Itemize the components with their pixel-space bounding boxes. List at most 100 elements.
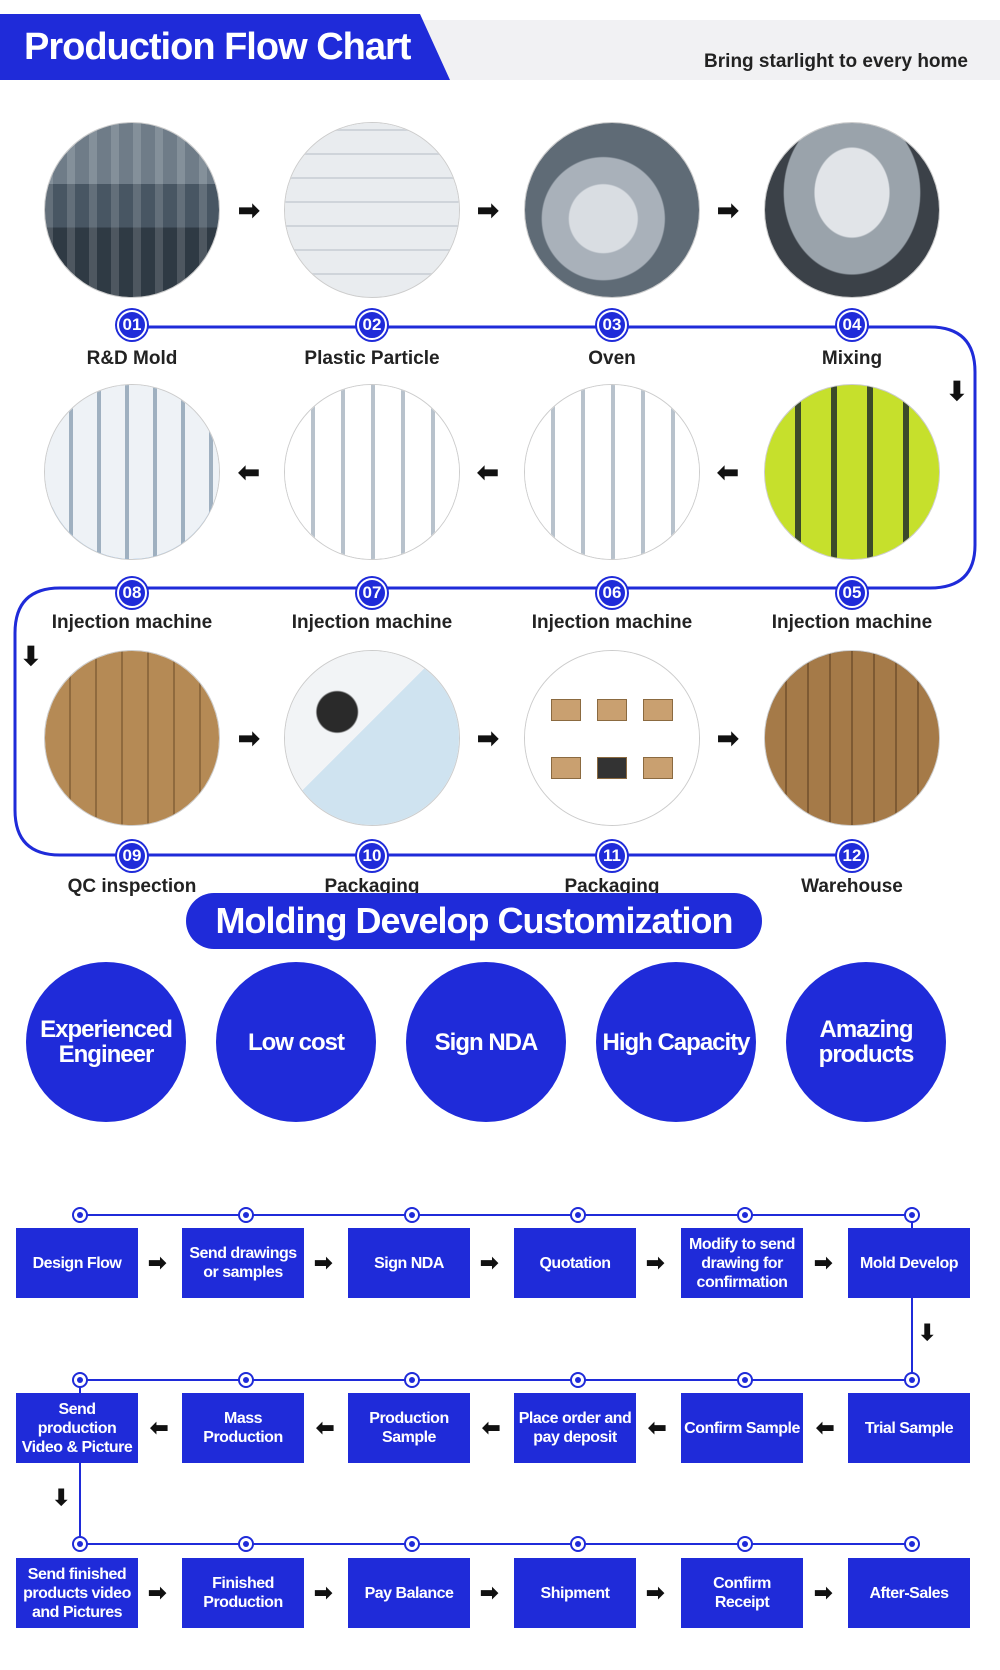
process-step-after-sales: After-Sales [848, 1558, 970, 1628]
process-node-dot [238, 1207, 254, 1223]
feature-high-capacity: High Capacity [596, 962, 756, 1122]
step-number: 02 [357, 310, 387, 340]
arrow-right-icon: ➡ [477, 723, 499, 753]
process-node-dot [72, 1372, 88, 1388]
process-step-modify-drawing: Modify to send drawing for confirmation [681, 1228, 803, 1298]
flow-step-07: 07 Injection machine [284, 384, 460, 633]
worker-packaging-photo [284, 650, 460, 826]
injection-hall-photo [44, 384, 220, 560]
process-step-shipment: Shipment [514, 1558, 636, 1628]
arrow-right-icon: ➡ [814, 1250, 833, 1275]
dryer-oven-photo [524, 122, 700, 298]
process-step-sign-nda: Sign NDA [348, 1228, 470, 1298]
flow-step-04: 04 Mixing [764, 122, 940, 369]
step-label: R&D Mold [86, 348, 178, 369]
process-node-dot [404, 1372, 420, 1388]
process-step-send-finished-video: Send finished products video and Picture… [16, 1558, 138, 1628]
arrow-right-icon: ➡ [480, 1580, 499, 1605]
step-number: 05 [837, 578, 867, 608]
arrow-left-icon: ⬅ [648, 1415, 667, 1440]
flow-step-08: 08 Injection machine [44, 384, 220, 633]
flow-step-05: 05 Injection machine [764, 384, 940, 633]
arrow-right-icon: ➡ [477, 195, 499, 225]
step-number: 11 [597, 841, 627, 871]
step-number: 10 [357, 841, 387, 871]
process-node-dot [404, 1207, 420, 1223]
feature-amazing-products: Amazing products [786, 962, 946, 1122]
process-step-mass-production: Mass Production [182, 1393, 304, 1463]
arrow-right-icon: ➡ [646, 1580, 665, 1605]
process-step-place-order: Place order and pay deposit [514, 1393, 636, 1463]
step-number: 04 [837, 310, 867, 340]
process-node-dot [737, 1536, 753, 1552]
arrow-right-icon: ➡ [814, 1580, 833, 1605]
process-step-production-sample: Production Sample [348, 1393, 470, 1463]
process-node-dot [570, 1372, 586, 1388]
step-label: Injection machine [291, 612, 453, 633]
process-node-dot [404, 1536, 420, 1552]
process-step-pay-balance: Pay Balance [348, 1558, 470, 1628]
feature-experienced-engineer: Experienced Engineer [26, 962, 186, 1122]
flow-step-09: 09 QC inspection [44, 650, 220, 897]
process-node-dot [238, 1372, 254, 1388]
process-step-design-flow: Design Flow [16, 1228, 138, 1298]
raw-material-bags-photo [284, 122, 460, 298]
process-node-dot [904, 1536, 920, 1552]
arrow-down-icon: ⬇ [52, 1485, 71, 1510]
step-label: Warehouse [801, 876, 903, 897]
warehouse-photo [764, 650, 940, 826]
arrow-right-icon: ➡ [314, 1580, 333, 1605]
flow-step-03: 03 Oven [524, 122, 700, 369]
flow-step-06: 06 Injection machine [524, 384, 700, 633]
process-step-send-production-video: Send production Video & Picture [16, 1393, 138, 1463]
step-label: Mixing [821, 348, 883, 369]
step-number: 12 [837, 841, 867, 871]
arrow-left-icon: ⬅ [238, 457, 260, 487]
flow-step-11: 11 Packaging [524, 650, 700, 897]
arrow-right-icon: ➡ [480, 1250, 499, 1275]
arrow-right-icon: ➡ [646, 1250, 665, 1275]
page-title: Production Flow Chart [0, 14, 450, 80]
arrow-right-icon: ➡ [238, 195, 260, 225]
header-slogan: Bring starlight to every home [704, 51, 968, 72]
step-label: QC inspection [67, 876, 197, 897]
arrow-down-icon: ⬇ [20, 641, 42, 671]
process-step-confirm-sample: Confirm Sample [681, 1393, 803, 1463]
mixer-machine-photo [764, 122, 940, 298]
arrow-down-icon: ⬇ [918, 1320, 937, 1345]
factory-floor-photo [44, 122, 220, 298]
process-node-dot [737, 1372, 753, 1388]
arrow-right-icon: ➡ [314, 1250, 333, 1275]
feature-sign-nda: Sign NDA [406, 962, 566, 1122]
step-number: 03 [597, 310, 627, 340]
qc-boxes-photo [44, 650, 220, 826]
arrow-right-icon: ➡ [717, 195, 739, 225]
process-step-quotation: Quotation [514, 1228, 636, 1298]
arrow-left-icon: ⬅ [477, 457, 499, 487]
flow-step-02: 02 Plastic Particle [284, 122, 460, 369]
process-step-mold-develop: Mold Develop [848, 1228, 970, 1298]
process-step-confirm-receipt: Confirm Receipt [681, 1558, 803, 1628]
arrow-left-icon: ⬅ [316, 1415, 335, 1440]
step-number: 01 [117, 310, 147, 340]
process-node-dot [904, 1207, 920, 1223]
arrow-right-icon: ➡ [717, 723, 739, 753]
arrow-left-icon: ⬅ [482, 1415, 501, 1440]
step-label: Plastic Particle [304, 348, 440, 369]
process-node-dot [904, 1372, 920, 1388]
arrow-down-icon: ⬇ [946, 376, 968, 406]
step-label: Oven [588, 348, 636, 369]
process-node-dot [72, 1536, 88, 1552]
step-number: 08 [117, 578, 147, 608]
step-number: 07 [357, 578, 387, 608]
flow-step-12: 12 Warehouse [764, 650, 940, 897]
packaging-diagram-photo [524, 650, 700, 826]
step-number: 09 [117, 841, 147, 871]
arrow-left-icon: ⬅ [150, 1415, 169, 1440]
injection-machines-photo [284, 384, 460, 560]
step-label: Injection machine [531, 612, 693, 633]
process-step-send-drawings: Send drawings or samples [182, 1228, 304, 1298]
process-node-dot [570, 1536, 586, 1552]
injection-line-green-photo [764, 384, 940, 560]
arrow-right-icon: ➡ [148, 1250, 167, 1275]
